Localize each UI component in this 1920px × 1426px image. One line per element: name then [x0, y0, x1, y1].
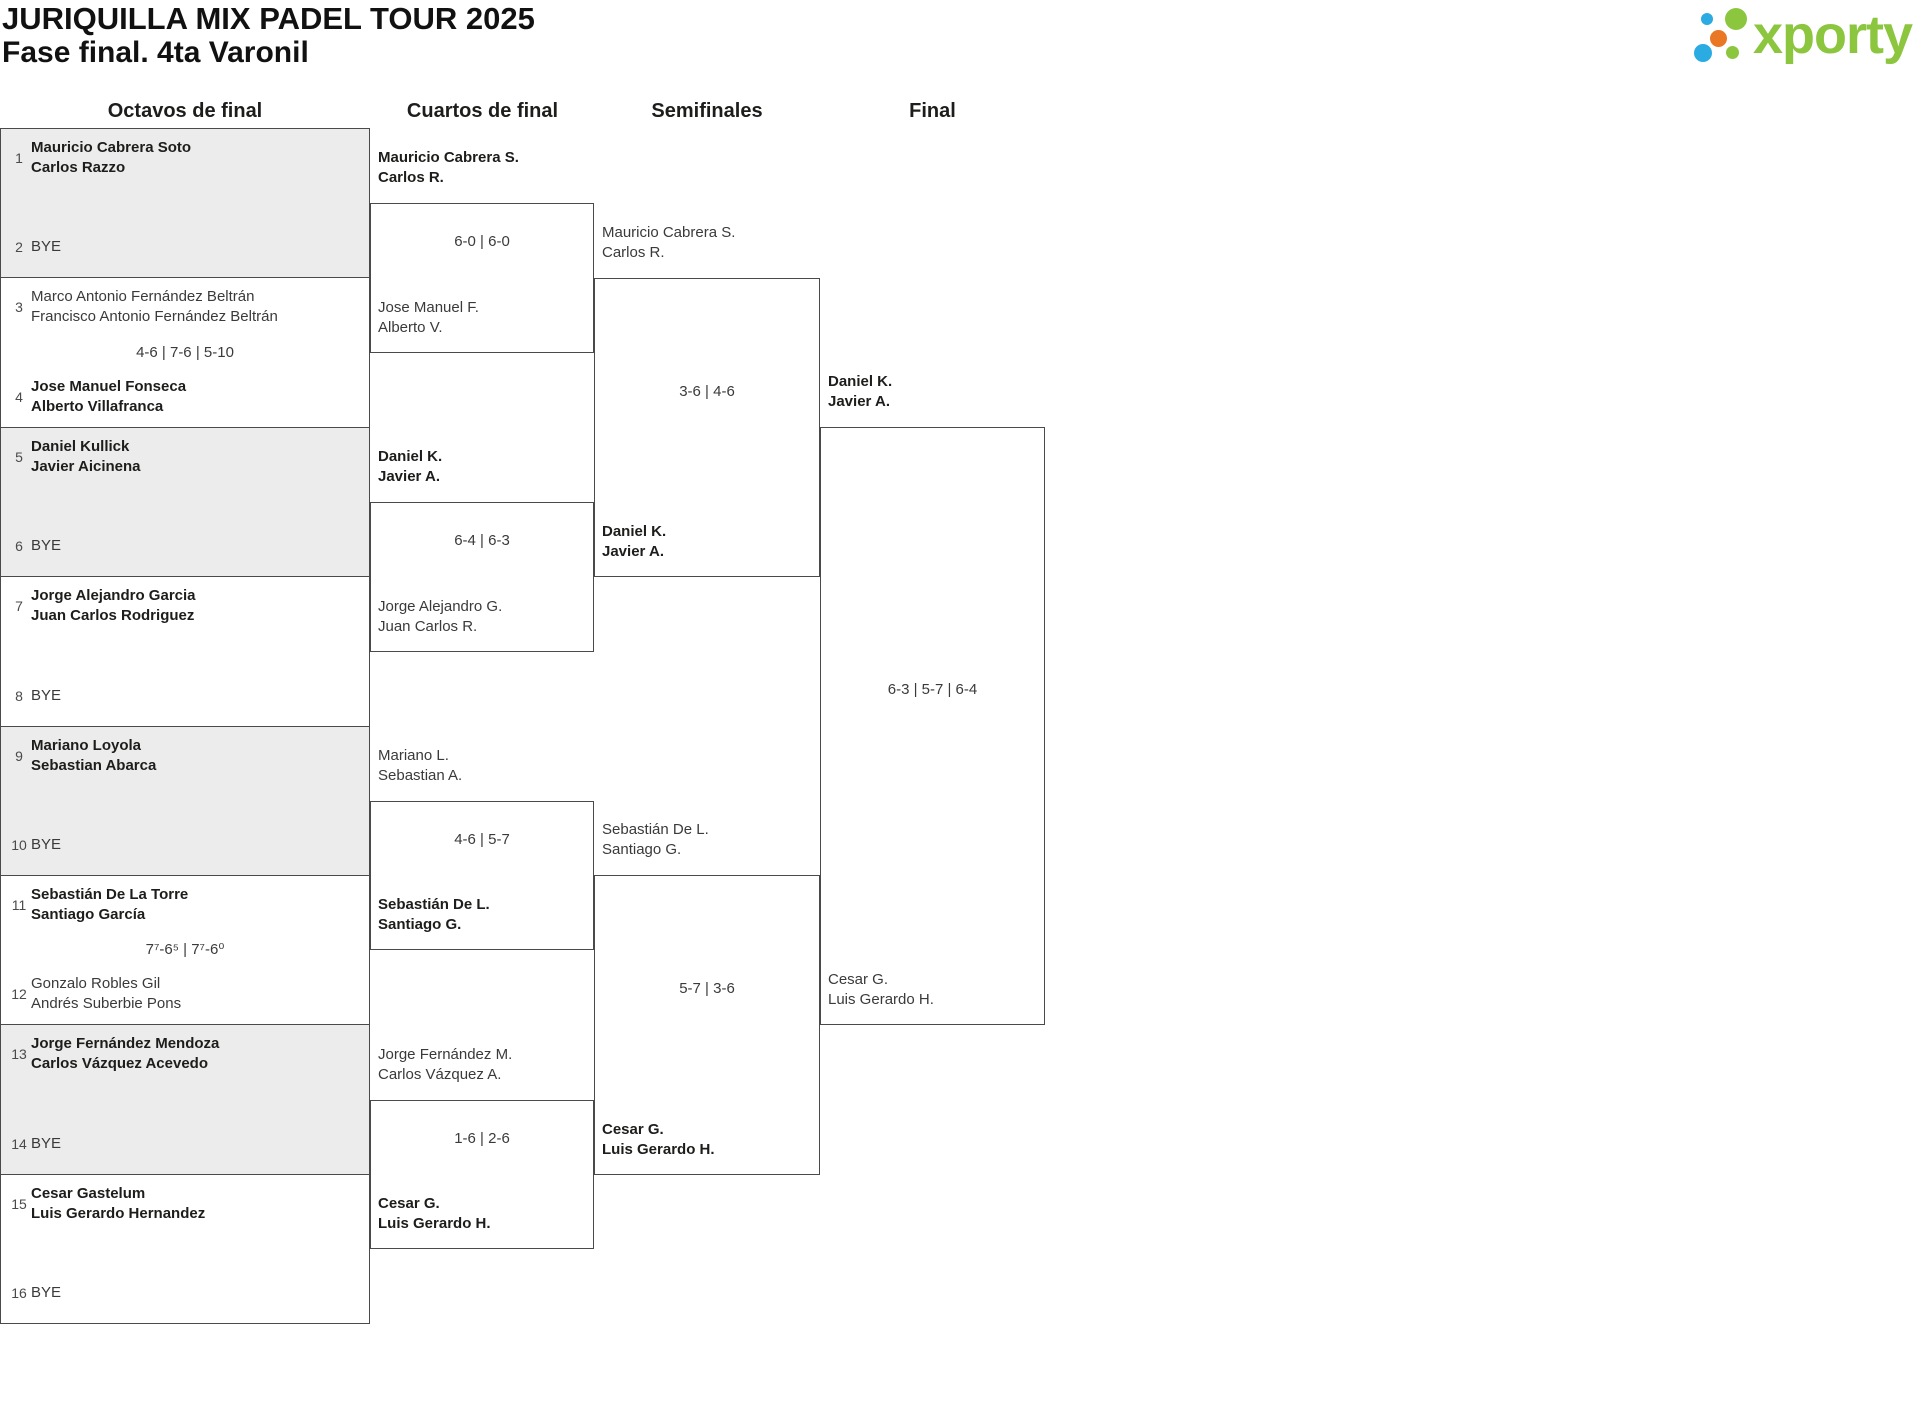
- seed-number: 11: [11, 897, 27, 913]
- seed-number: 1: [15, 150, 23, 166]
- sf2-bottom-team: Cesar G.Luis Gerardo H.: [602, 1121, 715, 1158]
- bracket-entry-seed-6: 6 BYE: [7, 536, 363, 556]
- qf1-score: 6-0 | 6-0: [454, 233, 510, 250]
- seed-number: 7: [15, 598, 23, 614]
- page-title: JURIQUILLA MIX PADEL TOUR 2025: [2, 1, 535, 36]
- qf3-score: 4-6 | 5-7: [454, 830, 510, 848]
- logo-dot-icon: [1701, 13, 1713, 25]
- seed-number: 5: [15, 449, 23, 465]
- seed-number: 3: [15, 299, 23, 315]
- seed-number: 9: [15, 748, 23, 764]
- seed-number: 6: [15, 538, 23, 554]
- qf4-score: 1-6 | 2-6: [454, 1129, 510, 1147]
- qf4-top-team: Jorge Fernández M.Carlos Vázquez A.: [378, 1046, 513, 1083]
- final-bottom-team: Cesar G.Luis Gerardo H.: [828, 971, 934, 1008]
- logo-dot-icon: [1726, 46, 1739, 59]
- team-names: BYE: [31, 537, 62, 554]
- qf4-match-box: Jorge Fernández M.Carlos Vázquez A. 1-6 …: [370, 1046, 594, 1249]
- qf2-score: 6-4 | 6-3: [454, 532, 510, 549]
- bracket-entry-seed-16: 16 BYE: [7, 1283, 363, 1303]
- round-header-semifinales: Semifinales: [651, 100, 763, 122]
- round-header-octavos: Octavos de final: [107, 100, 263, 122]
- seed-number: 8: [15, 688, 23, 704]
- match-score: 7⁷-6⁵ | 7⁷-6⁰: [145, 941, 225, 958]
- qf3-match-box: Mariano L.Sebastian A. 4-6 | 5-7 Sebasti…: [370, 747, 594, 950]
- sf2-match-box: Sebastián De L.Santiago G. 5-7 | 3-6 Ces…: [594, 821, 820, 1175]
- team-names: BYE: [31, 836, 62, 853]
- team-names: BYE: [31, 1135, 62, 1152]
- seed-number: 16: [11, 1285, 27, 1301]
- seed-number: 10: [11, 837, 27, 853]
- bracket-entry-seed-2: 2 BYE: [7, 237, 363, 257]
- seed-number: 4: [15, 389, 23, 405]
- bracket-entry-seed-8: 8 BYE: [7, 686, 363, 706]
- team-names: BYE: [31, 687, 62, 704]
- logo-dot-icon: [1710, 30, 1727, 47]
- round-header-final: Final: [909, 100, 956, 122]
- seed-number: 14: [11, 1136, 27, 1152]
- sf1-bottom-team: Daniel K.Javier A.: [602, 523, 667, 560]
- team-names: BYE: [31, 1284, 62, 1301]
- qf3-top-team: Mariano L.Sebastian A.: [378, 747, 463, 784]
- sf1-match-box: Mauricio Cabrera S.Carlos R. 3-6 | 4-6 D…: [594, 224, 820, 577]
- bracket-entry-seed-10: 10 BYE: [7, 835, 363, 855]
- qf1-top-team: Mauricio Cabrera S.Carlos R.: [378, 149, 519, 186]
- bracket-entry-seed-14: 14 BYE: [7, 1134, 363, 1154]
- final-score: 6-3 | 5-7 | 6-4: [887, 681, 978, 698]
- qf1-bottom-team: Jose Manuel F.Alberto V.: [378, 299, 479, 336]
- qf2-top-team: Daniel K.Javier A.: [378, 448, 443, 485]
- qf1-match-box: Mauricio Cabrera S.Carlos R. 6-0 | 6-0 J…: [370, 149, 594, 353]
- match-score: 4-6 | 7-6 | 5-10: [136, 343, 234, 361]
- seed-number: 12: [11, 986, 27, 1002]
- team-names: BYE: [31, 238, 62, 255]
- final-match-box: Daniel K.Javier A. 6-3 | 5-7 | 6-4 Cesar…: [820, 373, 1045, 1025]
- final-top-team: Daniel K.Javier A.: [828, 373, 893, 410]
- xporty-logo: xporty: [1690, 0, 1920, 70]
- seed-number: 2: [15, 239, 23, 255]
- sf2-score: 5-7 | 3-6: [679, 980, 735, 997]
- sf2-top-team: Sebastián De L.Santiago G.: [602, 821, 709, 858]
- qf2-match-box: Daniel K.Javier A. 6-4 | 6-3 Jorge Aleja…: [370, 448, 594, 652]
- sf1-score: 3-6 | 4-6: [679, 382, 735, 400]
- qf2-bottom-team: Jorge Alejandro G.Juan Carlos R.: [378, 598, 503, 635]
- page-subtitle: Fase final. 4ta Varonil: [2, 36, 309, 69]
- round-header-cuartos: Cuartos de final: [406, 100, 559, 122]
- logo-wordmark: xporty: [1753, 5, 1913, 65]
- logo-dot-icon: [1694, 44, 1712, 62]
- sf1-top-team: Mauricio Cabrera S.Carlos R.: [602, 224, 736, 261]
- qf3-bottom-team: Sebastián De L.Santiago G.: [378, 896, 490, 933]
- qf4-bottom-team: Cesar G.Luis Gerardo H.: [378, 1195, 491, 1232]
- seed-number: 13: [11, 1046, 27, 1062]
- logo-dot-icon: [1725, 8, 1747, 30]
- seed-number: 15: [11, 1196, 27, 1212]
